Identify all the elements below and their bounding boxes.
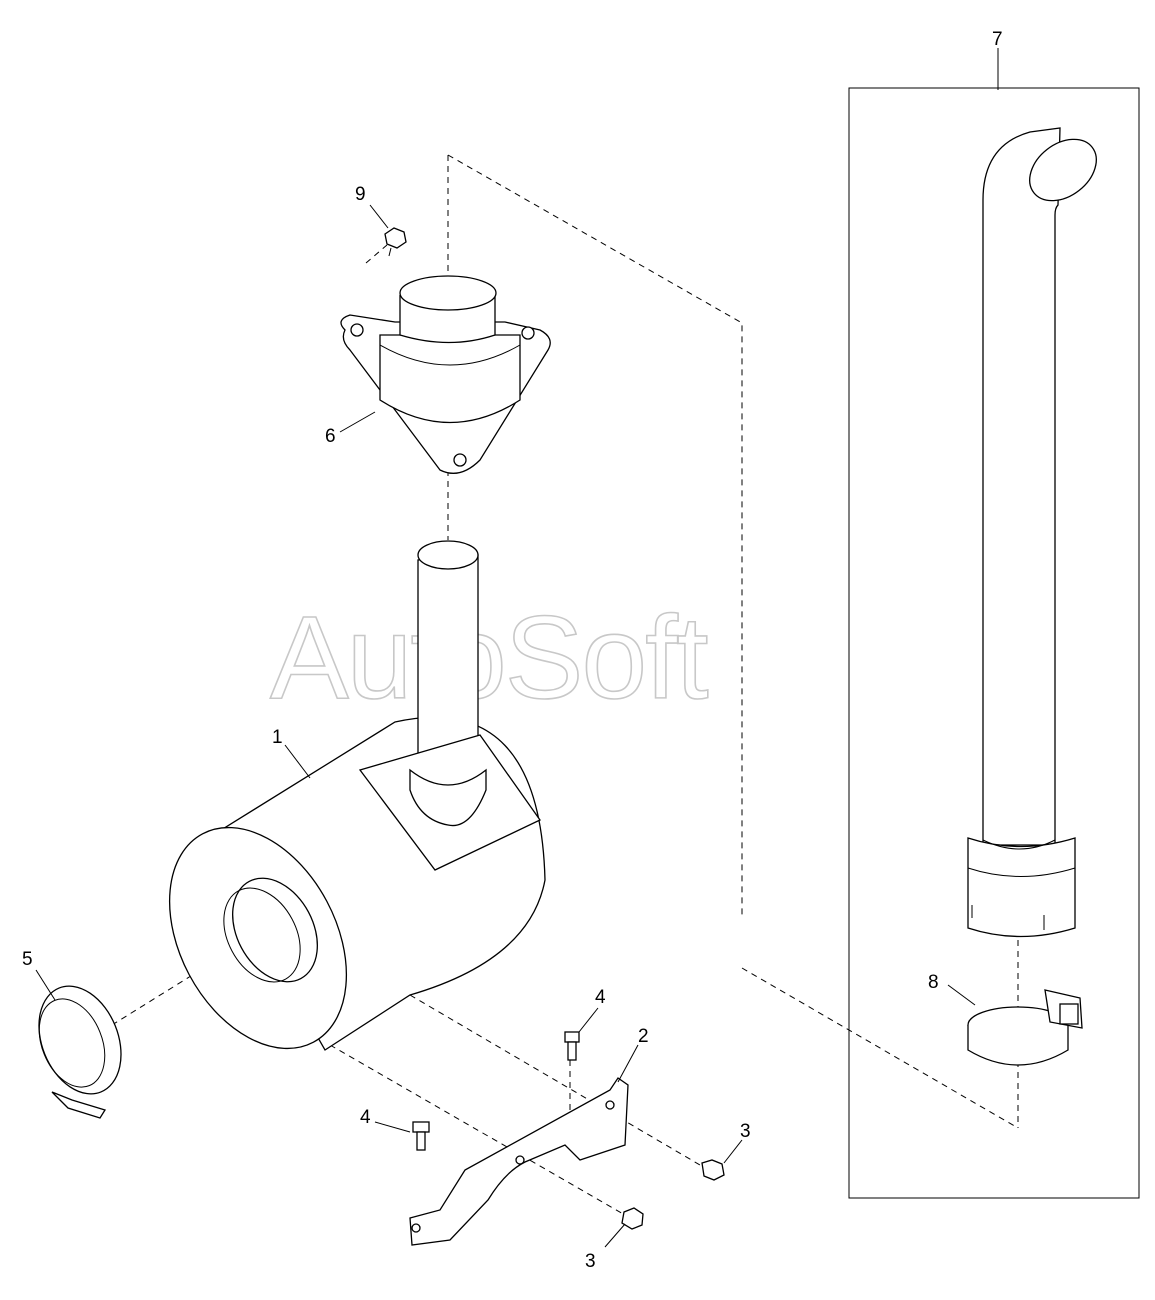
watermark-text: AutoSoft bbox=[270, 592, 708, 724]
fastener-screw-4a bbox=[564, 1031, 580, 1061]
callout-9: 9 bbox=[355, 184, 366, 205]
fastener-screw-4b bbox=[412, 1121, 430, 1151]
fastener-bolt-3a bbox=[701, 1159, 725, 1181]
mounting-bracket bbox=[409, 1077, 629, 1246]
outlet-flange-elbow bbox=[340, 275, 551, 474]
fastener-bolt-3b bbox=[621, 1207, 644, 1230]
callout-7: 7 bbox=[992, 29, 1003, 50]
flange-bolt bbox=[384, 227, 407, 257]
callout-1: 1 bbox=[272, 727, 283, 748]
stack-pipe bbox=[967, 127, 1097, 938]
stack-pipe-kit-box bbox=[848, 87, 1140, 1199]
callout-6: 6 bbox=[325, 426, 336, 447]
callout-3b: 3 bbox=[585, 1251, 596, 1272]
callout-4b: 4 bbox=[360, 1107, 371, 1128]
pipe-clamp bbox=[967, 989, 1083, 1066]
callout-leaders bbox=[35, 48, 999, 1248]
callout-5: 5 bbox=[22, 949, 33, 970]
callout-2: 2 bbox=[638, 1026, 649, 1047]
callout-3a: 3 bbox=[740, 1121, 751, 1142]
callout-8: 8 bbox=[928, 972, 939, 993]
band-clamp bbox=[38, 985, 122, 1119]
muffler bbox=[168, 540, 546, 1051]
callout-4a: 4 bbox=[595, 987, 606, 1008]
